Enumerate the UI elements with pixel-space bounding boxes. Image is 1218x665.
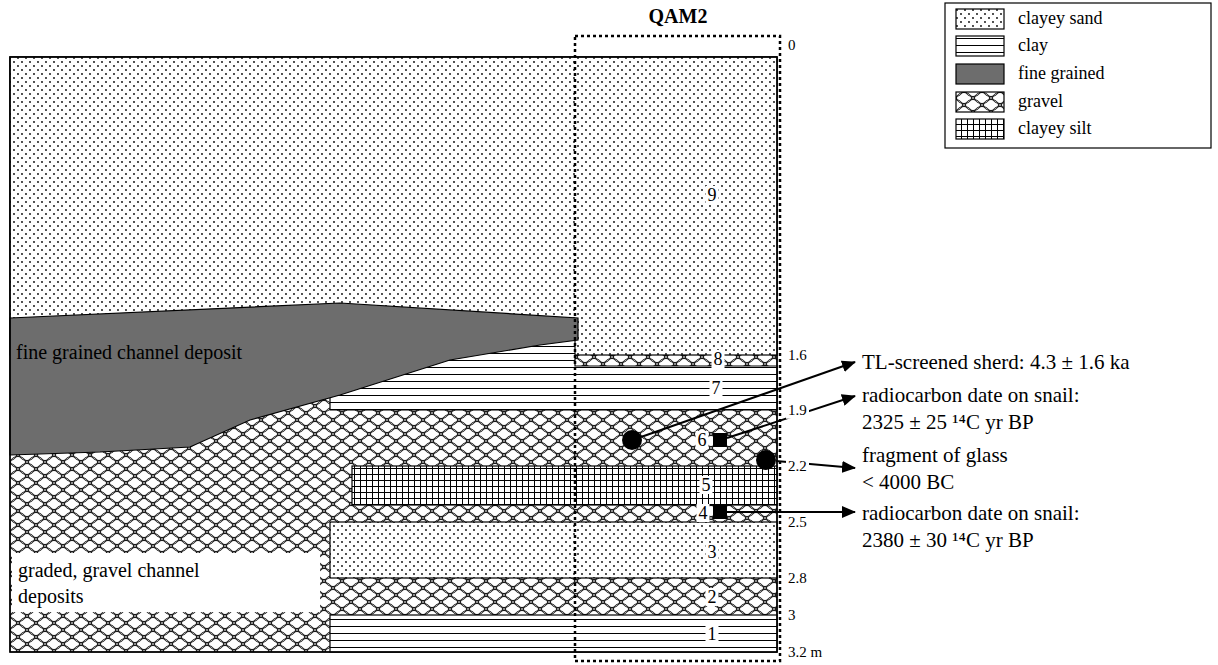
depth-mark: 2.8: [786, 570, 809, 587]
layer-number: 8: [712, 350, 725, 368]
depth-mark: 2.5: [786, 514, 809, 531]
depth-mark: 0: [786, 37, 798, 54]
legend-swatch: [955, 35, 1005, 57]
legend-label: gravel: [1018, 91, 1063, 113]
legend-swatch: [955, 118, 1005, 140]
legend-label: clay: [1018, 35, 1048, 57]
clayey-silt-layer: [352, 466, 777, 505]
layer-number: 3: [706, 543, 719, 561]
clayey-sand-layer: [330, 522, 777, 578]
legend-box: [945, 3, 1211, 148]
layer-number: 5: [700, 476, 713, 494]
layer-number: 4: [697, 504, 710, 522]
region-label: fine grained channel deposit: [16, 340, 242, 365]
leader-arrow: [727, 511, 855, 513]
depth-mark: 1.6: [786, 347, 809, 364]
date-note: TL-screened sherd: 4.3 ± 1.6 ka: [862, 349, 1130, 375]
fine-grained-channel: [10, 303, 578, 455]
legend-swatch-fill: [956, 119, 1004, 139]
legend-label: clayey sand: [1018, 8, 1102, 30]
legend-swatch-fill: [956, 64, 1004, 84]
leader-arrow: [641, 362, 855, 437]
date-note: radiocarbon date on snail: 2380 ± 30 ¹⁴C…: [862, 500, 1107, 555]
depth-mark: 3: [786, 607, 798, 624]
depth-mark: 1.9: [786, 402, 809, 419]
snail-marker: [713, 433, 727, 447]
layer-number: 7: [710, 379, 723, 397]
leader-arrow: [727, 396, 855, 438]
legend-swatch-fill: [956, 9, 1004, 29]
snail-marker: [713, 505, 727, 519]
profile-box: [575, 36, 780, 661]
layer-number: 1: [706, 625, 719, 643]
legend-swatch-fill: [956, 36, 1004, 56]
region-label: graded, gravel channel deposits: [18, 557, 238, 609]
profile-name: QAM2: [649, 4, 708, 29]
depth-mark: 2.2: [786, 458, 809, 475]
legend-label: fine grained: [1018, 63, 1104, 85]
depth-mark: 3.2 m: [786, 644, 824, 661]
clay-layer: [330, 615, 777, 652]
legend-swatch: [955, 91, 1005, 113]
layer-number: 9: [706, 186, 719, 204]
legend-swatch: [955, 8, 1005, 30]
section-frame: [10, 57, 777, 652]
legend-label: clayey silt: [1018, 118, 1091, 140]
legend-swatch-fill: [956, 92, 1004, 112]
gravel-layer: [10, 57, 777, 652]
date-note: fragment of glass < 4000 BC: [862, 442, 1017, 497]
layer-number: 2: [706, 588, 719, 606]
label-pocket: [12, 553, 320, 612]
layer-number: 6: [696, 431, 709, 449]
glass-marker: [756, 450, 776, 470]
date-note: radiocarbon date on snail: 2325 ± 25 ¹⁴C…: [862, 382, 1107, 437]
sherd-marker: [622, 430, 642, 450]
legend-swatch: [955, 63, 1005, 85]
